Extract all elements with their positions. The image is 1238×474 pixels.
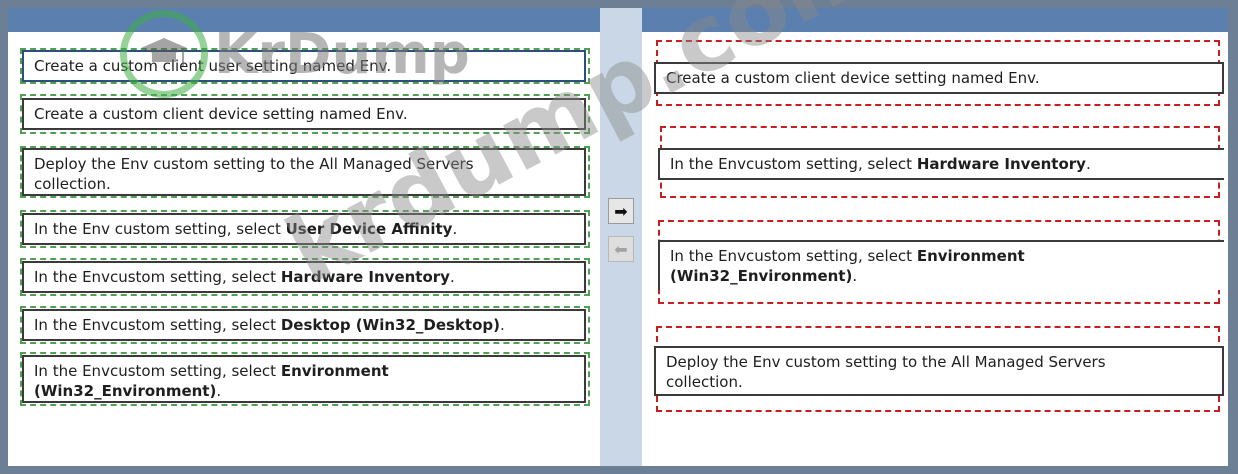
- choice-slot: [20, 352, 590, 406]
- move-left-button[interactable]: ⬅: [608, 236, 634, 262]
- answer-bold-text: Hardware Inventory: [916, 155, 1086, 173]
- arrow-right-icon: ➡: [614, 201, 628, 221]
- answer-text: In the Envcustom setting, select: [670, 247, 917, 265]
- answer-deploy-setting[interactable]: Deploy the Env custom setting to the All…: [654, 346, 1224, 396]
- answer-text: Create a custom client device setting na…: [666, 69, 1040, 87]
- choice-slot: [20, 48, 590, 84]
- choice-bold-text: Hardware Inventory: [280, 268, 450, 286]
- choice-deploy-setting[interactable]: Deploy the Env custom setting to the All…: [22, 148, 586, 196]
- answer-bold-text: Environment: [916, 247, 1025, 265]
- move-controls: ➡ ⬅: [600, 8, 642, 466]
- answer-hardware-inventory[interactable]: In the Envcustom setting, select Hardwar…: [658, 148, 1224, 180]
- answer-panel: Create a custom client device setting na…: [642, 8, 1228, 466]
- choice-environment[interactable]: In the Envcustom setting, select Environ…: [22, 355, 586, 403]
- choice-bold-text: User Device Affinity: [285, 220, 453, 238]
- answer-header: [642, 8, 1228, 32]
- arrow-left-icon: ⬅: [614, 239, 628, 259]
- choice-slot: [20, 94, 590, 134]
- choice-desktop[interactable]: In the Envcustom setting, select Desktop…: [22, 309, 586, 341]
- choice-user-device-affinity[interactable]: In the Env custom setting, select User D…: [22, 213, 586, 245]
- choice-text: In the Envcustom setting, select: [34, 362, 281, 380]
- choice-text: Create a custom client device setting na…: [34, 105, 408, 123]
- choices-header: [8, 8, 600, 32]
- choice-slot: [20, 306, 590, 344]
- answer-environment[interactable]: In the Envcustom setting, select Environ…: [658, 240, 1224, 290]
- choice-text: Create a custom client user setting name…: [34, 57, 392, 75]
- choice-hardware-inventory[interactable]: In the Envcustom setting, select Hardwar…: [22, 261, 586, 293]
- choice-text: In the Envcustom setting, select: [34, 268, 281, 286]
- answer-text: Deploy the Env custom setting to the All…: [666, 353, 1106, 371]
- answer-device-setting[interactable]: Create a custom client device setting na…: [654, 62, 1224, 94]
- answer-text: collection.: [666, 373, 743, 391]
- choice-text: collection.: [34, 175, 111, 193]
- choice-text: In the Env custom setting, select: [34, 220, 286, 238]
- choice-slot: [20, 258, 590, 296]
- choices-panel: Create a custom client user setting name…: [8, 8, 600, 466]
- choice-user-setting[interactable]: Create a custom client user setting name…: [22, 50, 586, 82]
- choice-slot: [20, 146, 590, 198]
- move-right-button[interactable]: ➡: [608, 198, 634, 224]
- answer-text: In the Envcustom setting, select: [670, 155, 917, 173]
- choice-bold-text: (Win32_Environment): [34, 382, 217, 400]
- choice-text: Deploy the Env custom setting to the All…: [34, 155, 474, 173]
- choice-bold-text: Environment: [280, 362, 389, 380]
- choice-text: In the Envcustom setting, select: [34, 316, 281, 334]
- choice-slot: [20, 210, 590, 248]
- choice-bold-text: Desktop (Win32_Desktop): [280, 316, 500, 334]
- choice-device-setting[interactable]: Create a custom client device setting na…: [22, 98, 586, 130]
- answer-bold-text: (Win32_Environment): [670, 267, 853, 285]
